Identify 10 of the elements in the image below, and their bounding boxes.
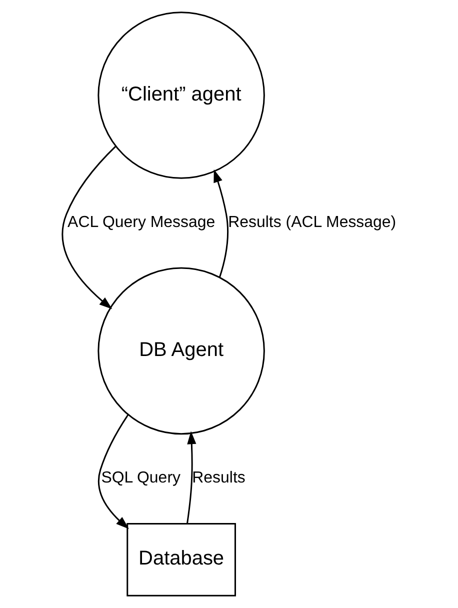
- edge-label: SQL Query: [100, 470, 180, 487]
- arrow: [97, 414, 128, 529]
- node-circle: “Client” agent: [97, 12, 264, 179]
- edge-label: Results (ACL Message): [228, 214, 396, 231]
- arrow: [213, 169, 228, 278]
- edge-label: Results: [192, 470, 245, 487]
- arrow: [186, 431, 196, 524]
- edge-label: ACL Query Message: [67, 214, 215, 231]
- node-box: Database: [126, 522, 236, 596]
- arrow: [61, 146, 116, 310]
